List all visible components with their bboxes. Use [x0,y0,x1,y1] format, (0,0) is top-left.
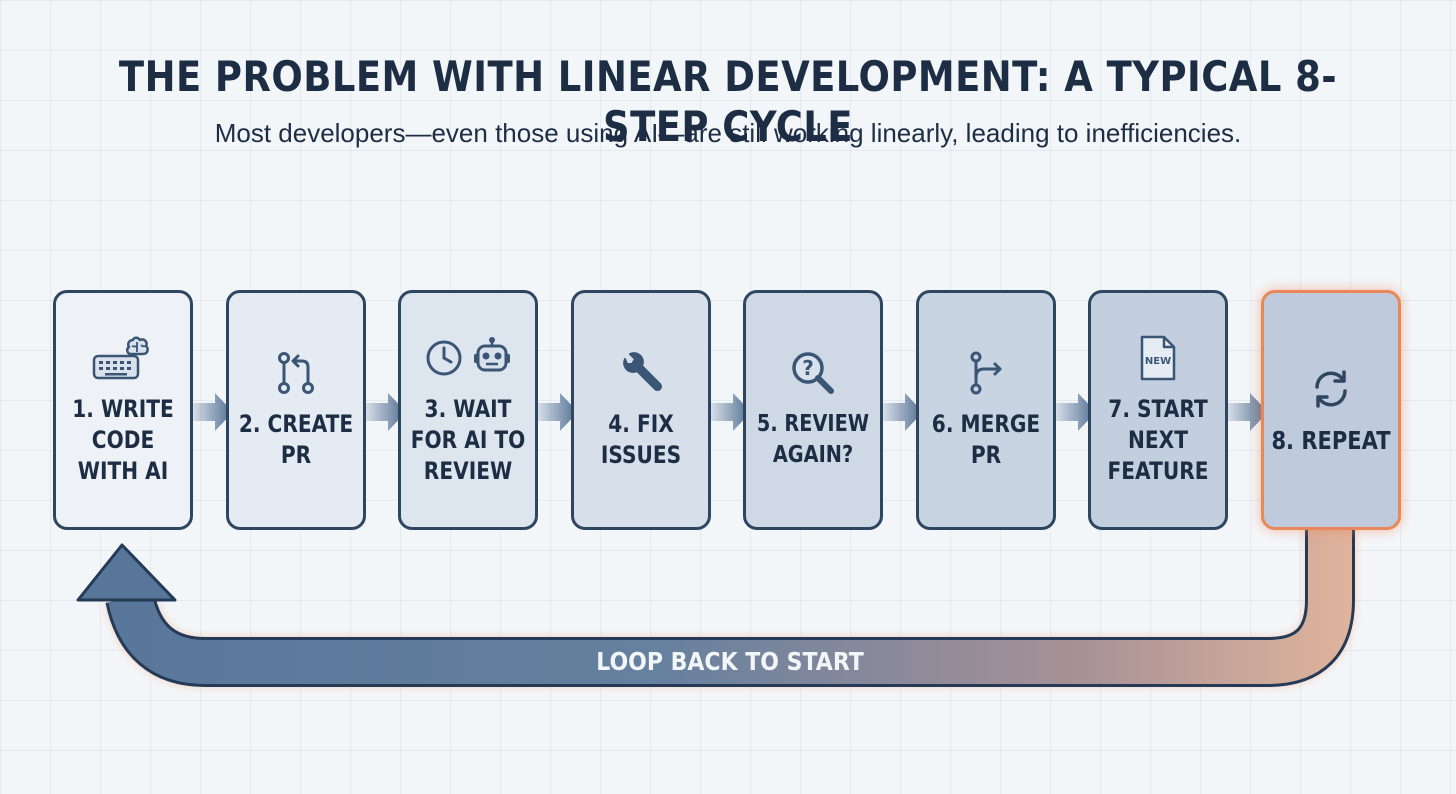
step-8-repeat: 8. REPEAT [1261,290,1401,530]
refresh-icon [1309,365,1353,413]
clock-robot-icon [424,334,512,382]
step-label: 3. WAIT FOR AI TO REVIEW [410,394,526,485]
new-badge-text: NEW [1145,356,1171,367]
step-5-review-again: ? 5. REVIEW AGAIN? [743,290,883,530]
step-label: 1. WRITE CODE WITH AI [72,394,174,485]
wrench-icon [617,349,665,397]
step-label: 5. REVIEW AGAIN? [756,411,870,468]
step-2-create-pr: 2. CREATE PR [226,290,366,530]
robot-icon [474,336,510,371]
step-7-start-next-feature: NEW 7. START NEXT FEATURE [1088,290,1228,530]
magnifier-question-icon: ? [789,349,837,397]
step-label: 6. MERGE PR [931,410,1041,469]
step-label: 4. FIX ISSUES [600,410,682,469]
diagram-subtitle: Most developers—even those using AI—are … [214,118,1242,148]
connector-arrow-1-2 [191,393,233,431]
keyboard-brain-icon [91,334,155,382]
step-6-merge-pr: 6. MERGE PR [916,290,1056,530]
step-label: 7. START NEXT FEATURE [1107,394,1209,485]
step-3-wait-for-ai: 3. WAIT FOR AI TO REVIEW [398,290,538,530]
connector-arrow-7-8 [1226,393,1268,431]
step-label: 8. REPEAT [1271,425,1391,455]
pull-request-icon [272,349,320,397]
new-document-icon: NEW [1138,334,1178,382]
connector-arrow-3-4 [536,393,578,431]
step-4-fix-issues: 4. FIX ISSUES [571,290,711,530]
svg-text:?: ? [802,356,814,380]
merge-icon [962,349,1010,397]
loop-back-label: LOOP BACK TO START [596,647,864,676]
connector-arrow-4-5 [709,393,751,431]
connector-arrow-2-3 [364,393,406,431]
diagram-title: THE PROBLEM WITH LINEAR DEVELOPMENT: A T… [118,52,1338,151]
connector-arrow-6-7 [1054,393,1096,431]
step-1-write-code: 1. WRITE CODE WITH AI [53,290,193,530]
step-label: 2. CREATE PR [238,410,354,469]
clock-icon [426,340,462,375]
connector-arrow-5-6 [881,393,923,431]
